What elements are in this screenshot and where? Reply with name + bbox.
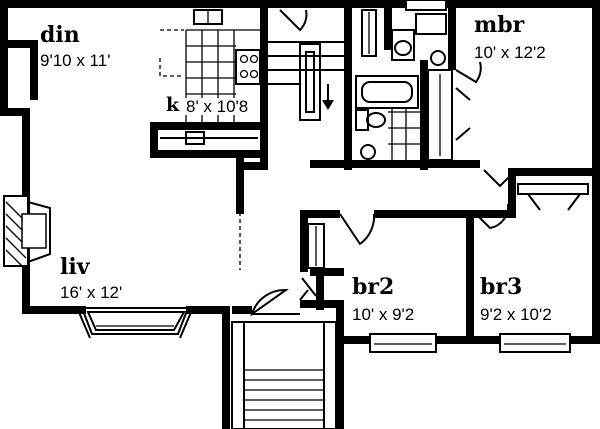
room-dim-liv: 16' x 12': [60, 283, 123, 302]
doors: [239, 169, 589, 317]
room-dim-br3: 9'2 x 10'2: [480, 305, 552, 324]
room-label-br2: br2: [352, 274, 395, 300]
room-label-liv: liv: [60, 254, 90, 280]
room-dim-br2: 10' x 9'2: [352, 305, 415, 324]
fireplace: [3, 195, 51, 267]
bathroom-fixtures: [355, 9, 447, 160]
room-dim-k: 8' x 10'8: [184, 97, 251, 116]
room-label-br3: br3: [480, 274, 523, 300]
interior-walls: [150, 0, 516, 344]
bay-window: [77, 307, 193, 339]
front-steps: [231, 321, 337, 429]
stairs-interior: [268, 9, 344, 121]
room-label-din: din: [40, 22, 80, 48]
room-dim-din: 9'10 x 11': [40, 51, 111, 70]
room-dim-mbr: 10' x 12'2: [474, 43, 546, 62]
room-label-mbr: mbr: [474, 12, 525, 38]
room-label-k: k: [164, 94, 182, 116]
mbr-closet: [427, 61, 482, 161]
windows: [369, 0, 571, 353]
